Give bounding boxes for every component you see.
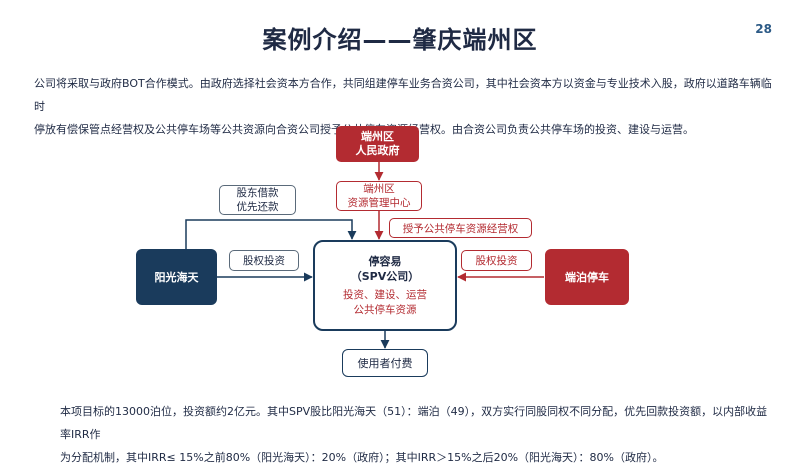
label-shareholder-loan: 股东借款 优先还款 <box>219 185 296 215</box>
node-district-government: 端州区 人民政府 <box>336 126 419 162</box>
node-duanbo-parking: 端泊停车 <box>545 249 629 305</box>
node-spv-name: 停容易 <box>368 254 402 268</box>
node-user-pays-label: 使用者付费 <box>357 357 413 370</box>
label-equity-investment-left: 股权投资 <box>229 250 299 271</box>
node-resource-center-line2: 资源管理中心 <box>347 197 411 209</box>
node-district-government-line1: 端州区 <box>361 130 394 143</box>
node-yangguang-haitian: 阳光海天 <box>136 249 217 305</box>
node-spv-role-line2: 公共停车资源 <box>353 303 417 316</box>
summary-line-1: 本项目标的13000泊位，投资额约2亿元。其中SPV股比阳光海天（51）：端泊（… <box>60 405 768 441</box>
label-equity-investment-left-text: 股权投资 <box>243 255 285 267</box>
summary-line-2: 为分配机制，其中IRR≤ 15%之前80%（阳光海天）：20%（政府）；其中IR… <box>60 451 664 464</box>
label-shareholder-loan-line1: 股东借款 <box>236 187 279 199</box>
page-title: 案例介绍——肇庆端州区 <box>262 26 538 54</box>
node-user-pays: 使用者付费 <box>342 349 428 377</box>
label-equity-investment-right-text: 股权投资 <box>475 255 518 267</box>
node-spv-type: （SPV公司） <box>350 269 420 283</box>
diagram-connectors <box>185 162 544 349</box>
node-spv-company: 停容易 （SPV公司） 投资、建设、运营 公共停车资源 <box>313 240 457 331</box>
intro-line-1: 公司将采取与政府BOT合作模式。由政府选择社会资本方合作，共同组建停车业务合资公… <box>34 77 772 113</box>
node-resource-center: 端州区 资源管理中心 <box>336 181 422 211</box>
label-grant-operating-rights-text: 授予公共停车资源经营权 <box>402 222 519 235</box>
node-spv-role-line1: 投资、建设、运营 <box>343 288 427 301</box>
page-number: 28 <box>755 22 772 36</box>
node-duanbo-parking-label: 端泊停车 <box>565 271 609 284</box>
label-grant-operating-rights: 授予公共停车资源经营权 <box>389 218 532 238</box>
node-resource-center-line1: 端州区 <box>363 183 395 195</box>
label-shareholder-loan-line2: 优先还款 <box>236 201 279 213</box>
node-yangguang-haitian-label: 阳光海天 <box>154 271 199 284</box>
label-equity-investment-right: 股权投资 <box>461 250 532 271</box>
summary-paragraph: 本项目标的13000泊位，投资额约2亿元。其中SPV股比阳光海天（51）：端泊（… <box>60 400 776 469</box>
arrow-loan-repay <box>185 219 357 249</box>
node-district-government-line2: 人民政府 <box>355 144 400 157</box>
